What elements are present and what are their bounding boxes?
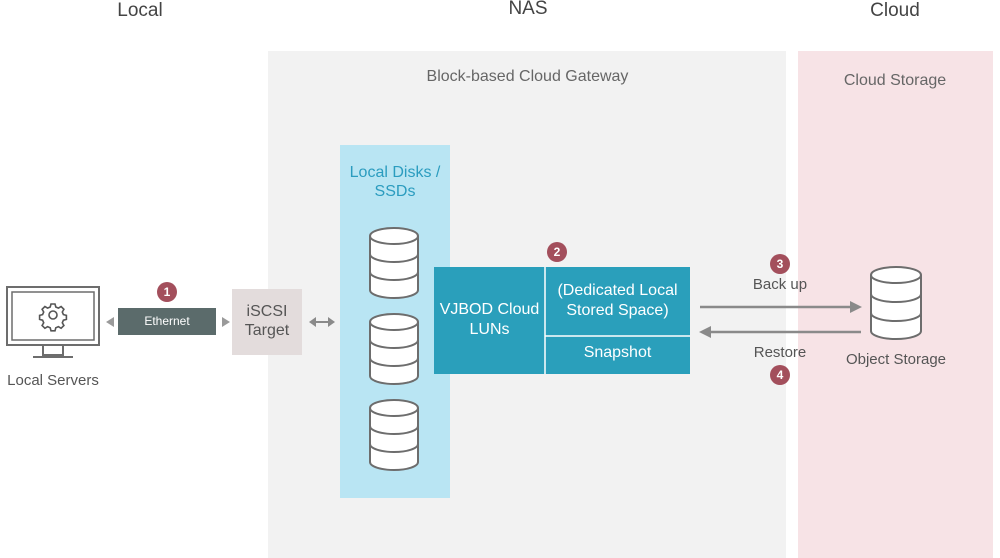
local-disks-title-line1: Local Disks / <box>349 164 441 181</box>
object-storage-label: Object Storage <box>845 351 947 368</box>
iscsi-target-line2: Target <box>244 322 290 339</box>
dedicated-local-space-line1: (Dedicated Local <box>557 282 678 299</box>
vjbod-cloud-luns-label: VJBOD Cloud LUNs <box>434 300 545 340</box>
vjbod-cloud-lun-block <box>434 267 690 374</box>
iscsi-target-box: iSCSI Target <box>232 289 302 355</box>
step-badge-4: 4 <box>770 365 790 385</box>
local-servers-label: Local Servers <box>7 372 99 389</box>
disk-icon <box>369 313 419 385</box>
dedicated-local-space-line2: Stored Space) <box>566 302 669 319</box>
column-title-local: Local <box>117 0 163 21</box>
snapshot-label: Snapshot <box>583 344 652 361</box>
server-monitor-icon <box>6 286 100 358</box>
nas-panel-label: Block-based Cloud Gateway <box>426 68 629 85</box>
ethernet-double-arrow <box>106 317 230 327</box>
disk-icon <box>369 399 419 471</box>
column-title-nas: NAS <box>508 0 548 19</box>
ethernet-cable-label: Ethernet <box>118 308 216 335</box>
local-disks-title-line2: SSDs <box>374 183 416 200</box>
iscsi-disks-double-arrow <box>309 317 335 327</box>
restore-arrow <box>699 326 861 338</box>
vjbod-cloud-luns-line2: LUNs <box>469 321 510 338</box>
iscsi-target-line1: iSCSI <box>246 303 288 320</box>
backup-arrow <box>700 301 862 313</box>
gear-icon <box>38 303 68 332</box>
local-disks-title: Local Disks / SSDs <box>340 163 450 201</box>
vjbod-cloud-luns-line1: VJBOD Cloud <box>439 301 540 318</box>
dedicated-local-space-label: (Dedicated Local Stored Space) <box>545 281 690 321</box>
step-badge-1: 1 <box>157 282 177 302</box>
cloud-panel-label: Cloud Storage <box>843 72 947 89</box>
disk-icon <box>369 227 419 299</box>
column-title-cloud: Cloud <box>870 0 920 21</box>
step-badge-3: 3 <box>770 254 790 274</box>
backup-label: Back up <box>752 276 808 293</box>
object-storage-icon <box>870 266 922 340</box>
lun-dividers <box>544 267 690 374</box>
restore-label: Restore <box>753 344 807 361</box>
step-badge-2: 2 <box>547 242 567 262</box>
